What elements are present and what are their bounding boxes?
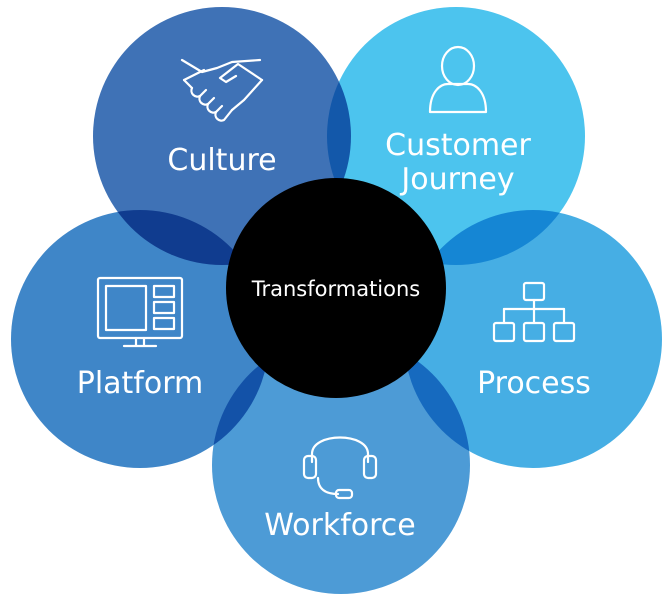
customer-journey-label-line1: Customer [385, 128, 531, 163]
transformations-center-circle [226, 178, 446, 398]
transformations-label: Transformations [251, 277, 421, 301]
workforce-label: Workforce [264, 508, 416, 543]
culture-label: Culture [167, 143, 276, 178]
process-circle [404, 210, 662, 468]
workforce-circle [212, 336, 470, 594]
headset-icon [302, 436, 378, 500]
person-icon [428, 45, 488, 114]
customer-journey-label-line2: Journey [399, 162, 514, 197]
monitor-icon [96, 276, 184, 348]
handshake-icon [180, 58, 264, 122]
process-label: Process [477, 366, 591, 401]
platform-label: Platform [77, 366, 204, 401]
org-chart-icon [492, 281, 576, 343]
